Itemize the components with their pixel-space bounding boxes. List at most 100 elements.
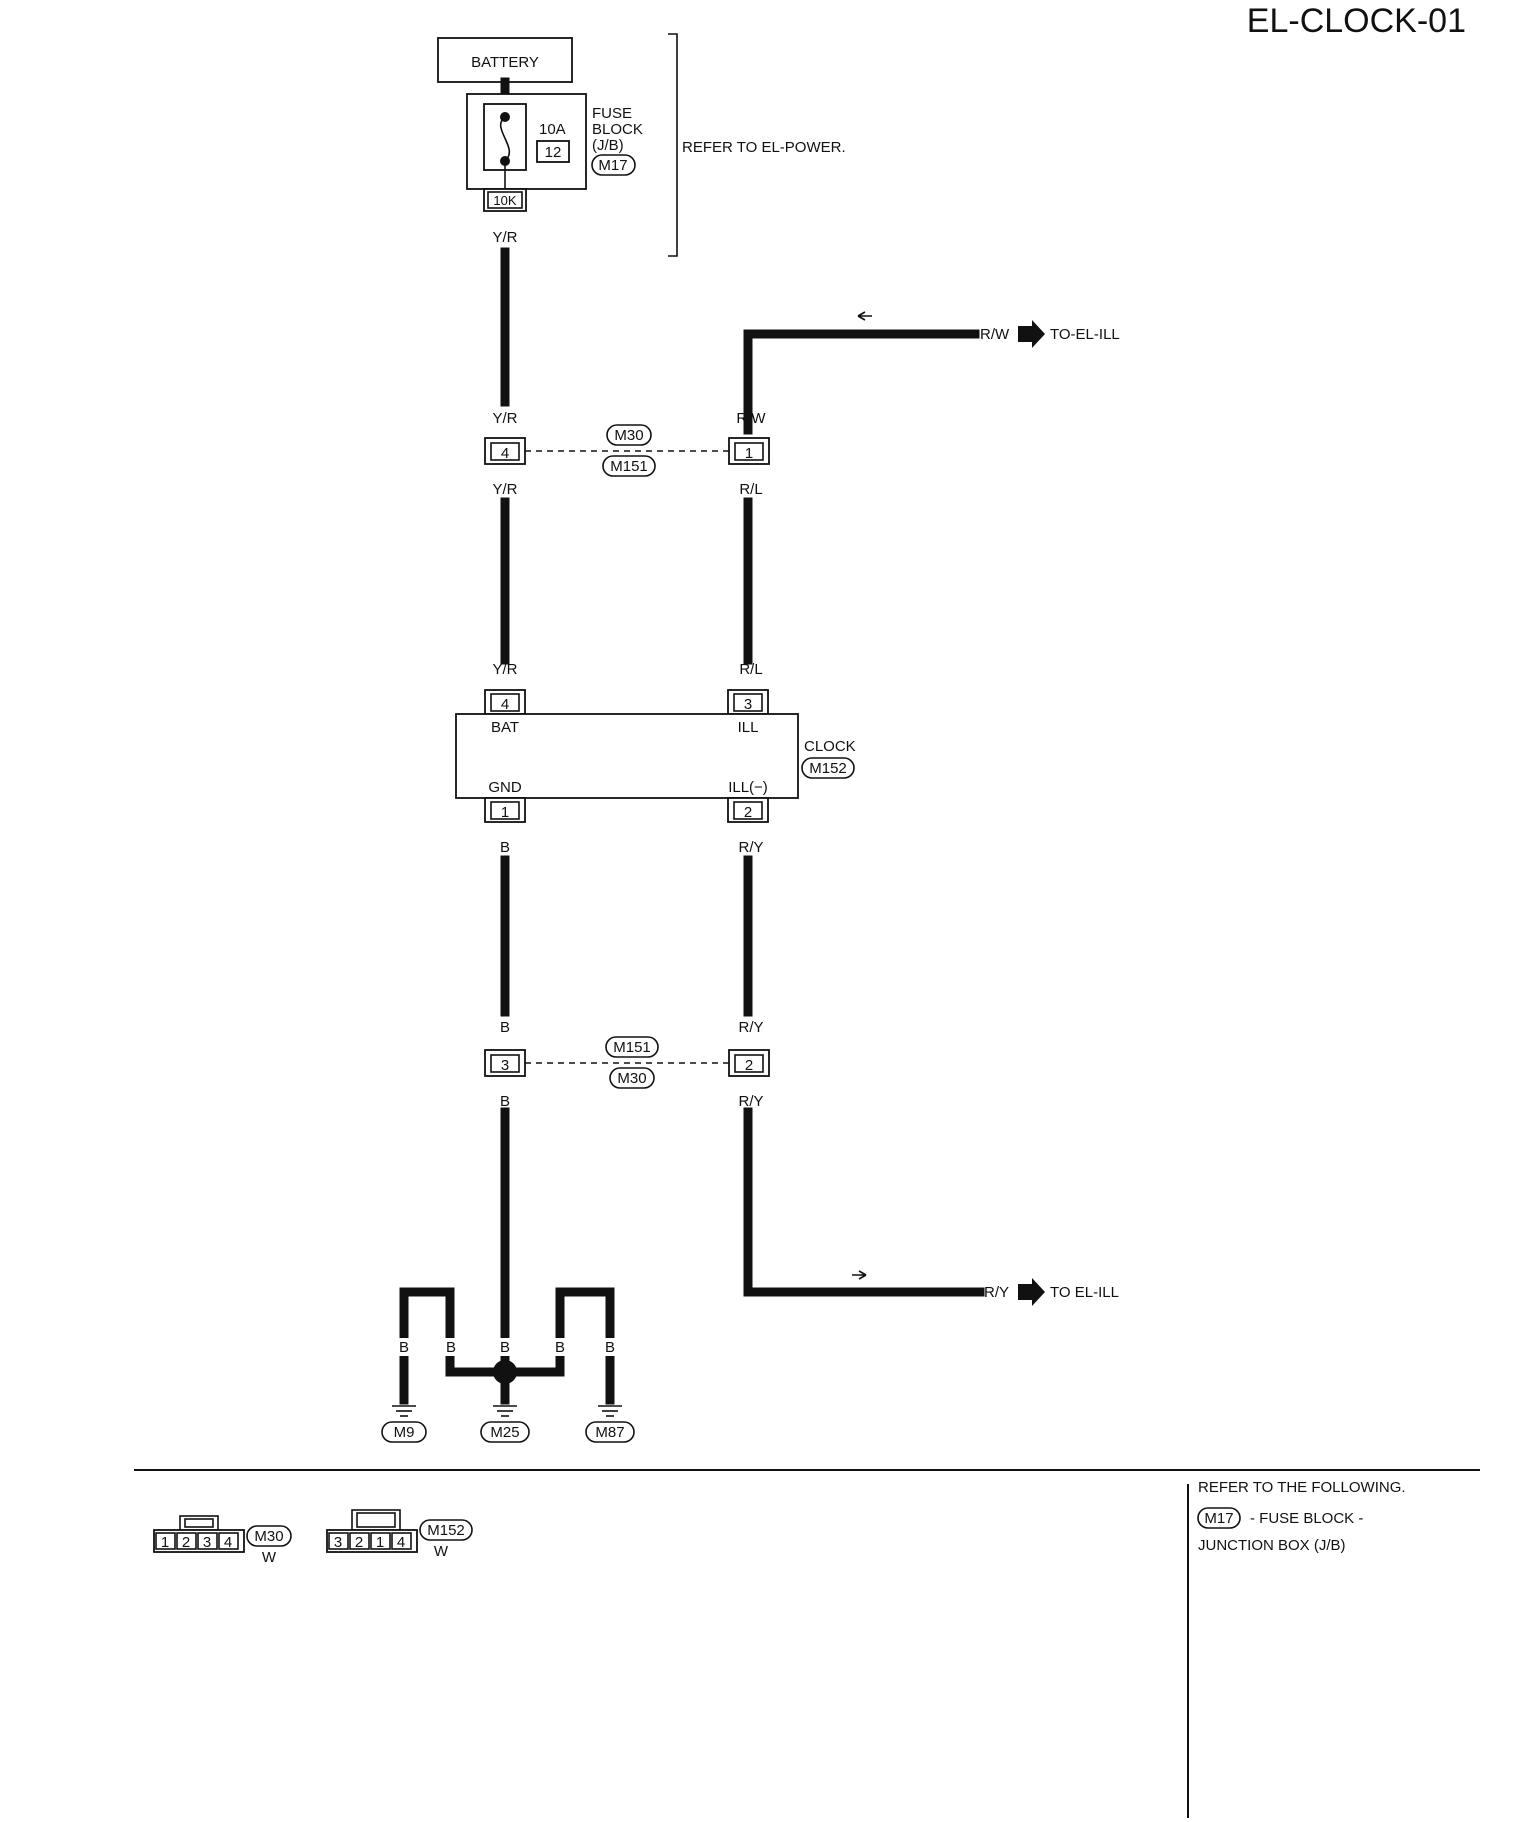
ground-icon (493, 1405, 517, 1417)
svg-text:1: 1 (501, 804, 509, 821)
clock-gnd-label: GND (488, 779, 522, 796)
wire-label-b-6: B (500, 1339, 510, 1356)
flow-arrow-bottom (852, 1270, 867, 1280)
page-id: EL-CLOCK-01 (1247, 2, 1466, 40)
refer-following-connector: M17 (1197, 1507, 1241, 1529)
connector-pin-1-top: 1 (728, 437, 770, 465)
wire-label-b-4: B (399, 1339, 409, 1356)
fuse-rating: 10A (539, 121, 566, 138)
refer-following-title: REFER TO THE FOLLOWING. (1198, 1479, 1406, 1496)
ground-icon (392, 1405, 416, 1417)
wire-label-b-8: B (605, 1339, 615, 1356)
svg-text:3: 3 (744, 696, 752, 713)
svg-text:M151: M151 (613, 1039, 651, 1056)
svg-text:2: 2 (744, 804, 752, 821)
clock-ill-label: ILL (738, 719, 759, 736)
legend-m152-label: M152 W (419, 1519, 473, 1560)
svg-text:4: 4 (224, 1534, 232, 1551)
svg-text:M17: M17 (598, 157, 627, 174)
svg-text:10K: 10K (493, 193, 516, 208)
connector-face-m152: 3 2 1 4 (326, 1509, 418, 1553)
clock-pin-ill-neg: 2 (727, 797, 769, 823)
svg-text:M152: M152 (427, 1522, 465, 1539)
fuse-icon (499, 116, 511, 162)
fuse-block-line3: (J/B) (592, 137, 624, 154)
svg-text:3: 3 (501, 1057, 509, 1074)
clock-pin-bat: 4 (484, 689, 526, 715)
arrow-right-icon (1018, 1278, 1045, 1306)
connector-face-m30: 1 2 3 4 (153, 1515, 245, 1553)
connector-m87: M87 (585, 1421, 635, 1443)
wire-label-yr-4: Y/R (492, 661, 517, 678)
splice-point (493, 1360, 517, 1384)
wire-b-ground-left (399, 1287, 510, 1397)
wire-label-rw-1: R/W (980, 326, 1010, 343)
wire-label-yr-1: Y/R (492, 229, 517, 246)
svg-text:W: W (434, 1543, 449, 1560)
refer-following-line2: JUNCTION BOX (J/B) (1198, 1537, 1346, 1554)
svg-text:1: 1 (745, 445, 753, 462)
ground-icon (598, 1405, 622, 1417)
svg-text:W: W (262, 1549, 277, 1566)
connector-m152: M152 (801, 757, 855, 779)
wire-label-rl-1: R/L (739, 481, 762, 498)
wire-rw-top (743, 329, 980, 435)
fuse-block-line1: FUSE (592, 105, 632, 122)
clock: BAT ILL GND ILL(−) (455, 713, 799, 799)
svg-text:BATTERY: BATTERY (471, 54, 539, 71)
wire-label-yr-2: Y/R (492, 410, 517, 427)
svg-text:M25: M25 (490, 1424, 519, 1441)
svg-text:4: 4 (397, 1534, 405, 1551)
connector-m25: M25 (480, 1421, 530, 1443)
refer-power-text: REFER TO EL-POWER. (682, 139, 846, 156)
fuse-block-line2: BLOCK (592, 121, 643, 138)
fuse-block: 10A 12 (466, 93, 587, 190)
svg-text:M87: M87 (595, 1424, 624, 1441)
connector-m30-top: M30 (606, 424, 652, 446)
clock-ill-neg-label: ILL(−) (728, 779, 768, 796)
wire-label-ry-2: R/Y (738, 1019, 763, 1036)
svg-text:1: 1 (161, 1534, 169, 1551)
fuse-number: 12 (545, 144, 562, 161)
wire-label-ry-4: R/Y (984, 1284, 1009, 1301)
svg-text:2: 2 (355, 1534, 363, 1551)
wire-label-b-2: B (500, 1019, 510, 1036)
connector-pin-4-top: 4 (484, 437, 526, 465)
svg-text:M30: M30 (614, 427, 643, 444)
svg-text:2: 2 (182, 1534, 190, 1551)
wire-label-ry-3: R/Y (738, 1093, 763, 1110)
clock-bat-label: BAT (491, 719, 519, 736)
fuse-terminal: 10K (483, 188, 527, 212)
wire-label-rl-2: R/L (739, 661, 762, 678)
connector-m30-bottom: M30 (609, 1067, 655, 1089)
wire-b-ground-right (500, 1287, 615, 1397)
battery: BATTERY (437, 37, 573, 83)
connector-m151-bottom: M151 (605, 1036, 659, 1058)
flow-arrow-top (857, 311, 872, 321)
svg-text:M9: M9 (394, 1424, 415, 1441)
wire-label-yr-3: Y/R (492, 481, 517, 498)
connector-m17: M17 (591, 154, 636, 176)
svg-text:3: 3 (203, 1534, 211, 1551)
wire-label-ry-1: R/Y (738, 839, 763, 856)
to-el-ill-bottom: TO EL-ILL (1050, 1284, 1119, 1301)
svg-text:1: 1 (376, 1534, 384, 1551)
connector-pin-2-bottom: 2 (728, 1049, 770, 1077)
wire-label-b-7: B (555, 1339, 565, 1356)
svg-text:3: 3 (334, 1534, 342, 1551)
wire-ry-bottom (743, 1107, 985, 1297)
to-el-ill-top: TO-EL-ILL (1050, 326, 1120, 343)
svg-text:M17: M17 (1204, 1510, 1233, 1527)
clock-pin-gnd: 1 (484, 797, 526, 823)
connector-m9: M9 (381, 1421, 427, 1443)
wire-label-b-1: B (500, 839, 510, 856)
connector-m151-top: M151 (602, 455, 656, 477)
arrow-right-icon (1018, 320, 1045, 348)
clock-pin-ill: 3 (727, 689, 769, 715)
svg-text:M30: M30 (254, 1528, 283, 1545)
wire-label-rw-2: R/W (736, 410, 766, 427)
clock-name: CLOCK (804, 738, 856, 755)
svg-text:M151: M151 (610, 458, 648, 475)
svg-text:2: 2 (745, 1057, 753, 1074)
